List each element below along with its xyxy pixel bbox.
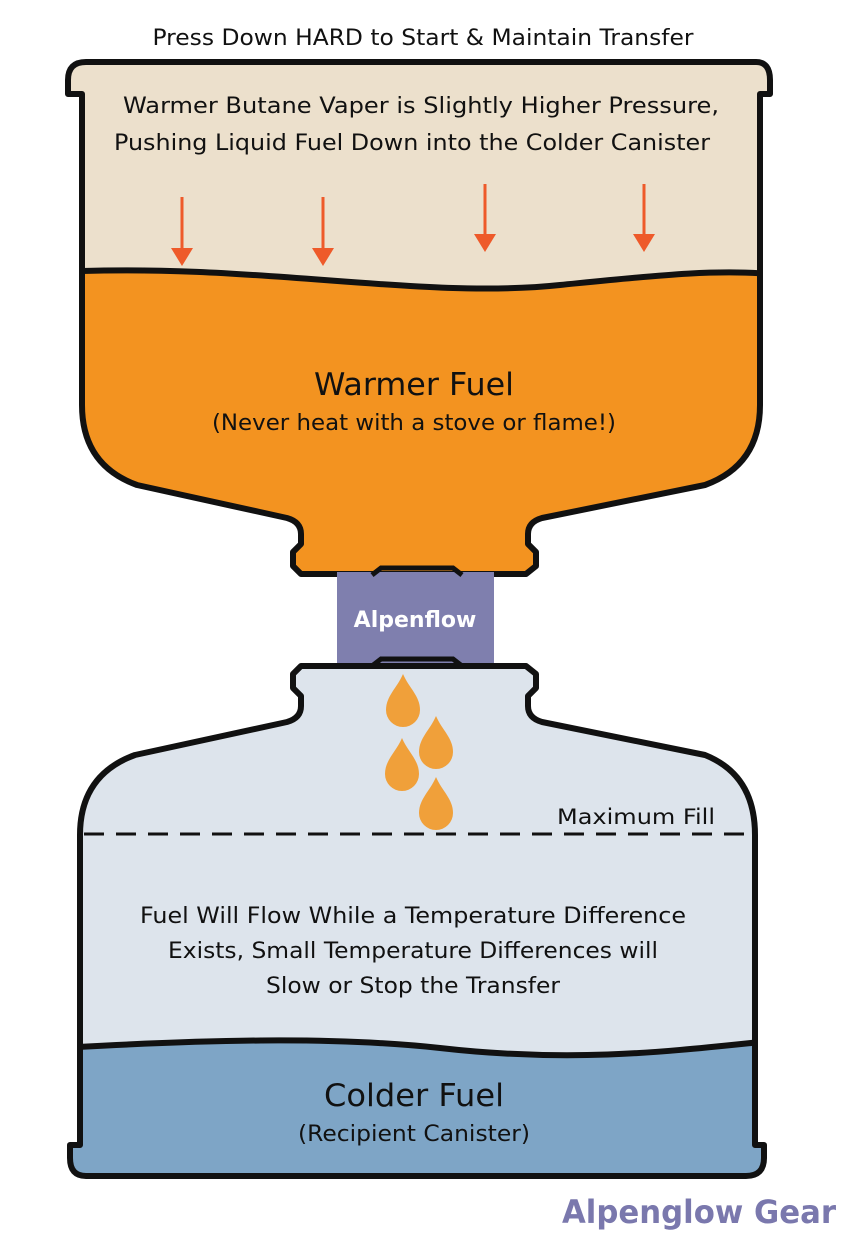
- pressure-arrow-icon: [633, 184, 655, 252]
- flow-text-line-1: Fuel Will Flow While a Temperature Diffe…: [140, 904, 686, 929]
- droplet-icon: [419, 777, 453, 830]
- pressure-arrow-icon: [312, 197, 334, 266]
- warmer-canister-outline: [65, 59, 773, 577]
- valve-top-thread: [370, 565, 464, 577]
- cold-fuel-surface-line: [70, 1037, 764, 1059]
- droplet-icon: [385, 738, 419, 791]
- valve-body: [337, 572, 494, 668]
- recipient-canister-label: (Recipient Canister): [298, 1122, 530, 1147]
- vapor-text-line-1: Warmer Butane Vaper is Slightly Higher P…: [123, 94, 719, 119]
- warm-fuel-surface-line: [68, 267, 770, 292]
- alpenflow-valve: Alpenflow: [337, 565, 494, 668]
- colder-fuel-title: Colder Fuel: [324, 1078, 504, 1114]
- warmer-fuel-warning: (Never heat with a stove or flame!): [212, 411, 616, 436]
- flow-text-line-2: Exists, Small Temperature Differences wi…: [168, 939, 658, 964]
- colder-canister: [67, 663, 767, 1179]
- cold-fuel-region: [70, 1040, 764, 1176]
- maximum-fill-label: Maximum Fill: [557, 805, 715, 829]
- transfer-instruction: Press Down HARD to Start & Maintain Tran…: [153, 26, 695, 51]
- flow-text-line-3: Slow or Stop the Transfer: [266, 974, 561, 999]
- pressure-arrows: [171, 184, 655, 266]
- droplet-icon: [419, 716, 453, 769]
- vapor-text-line-2: Pushing Liquid Fuel Down into the Colder…: [114, 131, 711, 156]
- valve-label: Alpenflow: [354, 608, 477, 633]
- pressure-arrow-icon: [171, 197, 193, 266]
- colder-canister-outline: [67, 663, 767, 1179]
- valve-bottom-thread: [370, 656, 464, 668]
- droplet-icon: [386, 674, 420, 727]
- brand-logo-text: Alpenglow Gear: [562, 1193, 836, 1231]
- fuel-droplets: [385, 674, 453, 830]
- pressure-arrow-icon: [474, 184, 496, 252]
- warmer-fuel-title: Warmer Fuel: [314, 367, 514, 403]
